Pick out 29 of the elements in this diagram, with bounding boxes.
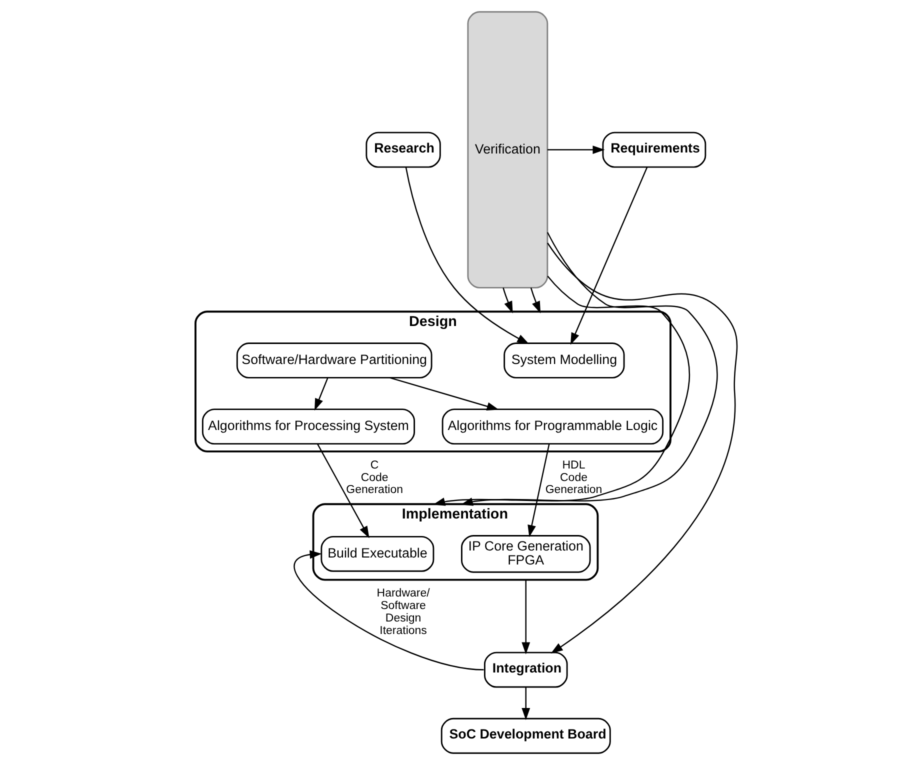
arrow bbox=[521, 580, 530, 654]
arrow bbox=[316, 444, 369, 538]
arrow bbox=[502, 288, 512, 314]
edge-label: Hardware/ Software Design Iterations bbox=[376, 588, 430, 637]
arrow bbox=[570, 166, 648, 345]
node-box: Build Executable bbox=[320, 536, 434, 572]
arrow bbox=[389, 377, 498, 410]
edge-label: HDL Code Generation bbox=[544, 459, 602, 496]
node-box: System Modelling bbox=[503, 342, 624, 378]
arrow bbox=[530, 288, 540, 314]
node-box: IP Core Generation FPGA bbox=[460, 535, 590, 573]
node-box: Integration bbox=[483, 652, 568, 688]
node-box: Verification bbox=[466, 11, 548, 288]
arrow bbox=[314, 378, 328, 411]
node-box: Requirements bbox=[602, 132, 706, 168]
node-box: Algorithms for Processing System bbox=[201, 408, 415, 444]
arrow bbox=[546, 146, 604, 154]
arrow bbox=[521, 687, 530, 720]
node-box: Research bbox=[365, 132, 440, 168]
arrow bbox=[527, 444, 550, 538]
arrow bbox=[404, 167, 529, 344]
arrow bbox=[460, 232, 718, 506]
node-box: SoC Development Board bbox=[440, 718, 610, 754]
edge-label: C Code Generation bbox=[346, 459, 402, 496]
node-box: Software/Hardware Partitioning bbox=[236, 342, 432, 378]
arrow bbox=[546, 242, 738, 654]
arrow bbox=[293, 550, 484, 670]
node-box: Algorithms for Programmable Logic bbox=[441, 408, 664, 444]
arrow bbox=[432, 276, 690, 506]
